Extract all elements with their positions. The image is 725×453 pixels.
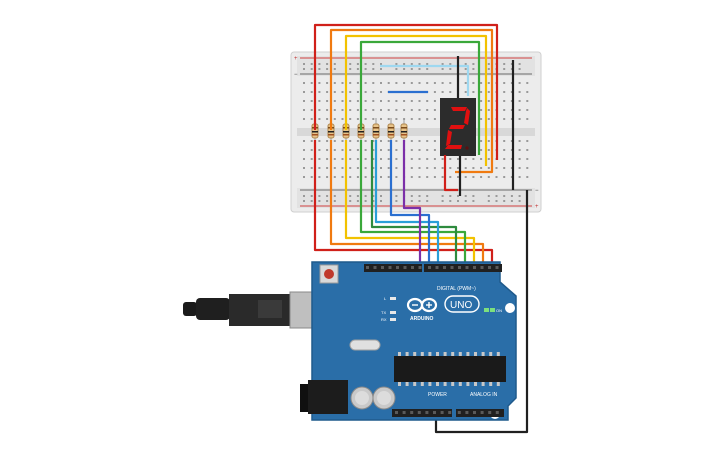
- wire-purple: [402, 140, 422, 266]
- power-header-label: POWER: [428, 392, 447, 398]
- model-label: UNO: [450, 300, 472, 311]
- wire-red: [313, 23, 499, 160]
- wire-green-bottom: [359, 140, 467, 266]
- digit-segments: [445, 107, 470, 149]
- wire-red-display: [443, 155, 458, 192]
- wires: [313, 23, 529, 434]
- wire-blue-bottom: [389, 140, 431, 266]
- wire-darkgreen-bottom: [370, 140, 458, 266]
- rail-plus-label: +: [294, 56, 298, 62]
- arduino-uno-board: DIGITAL (PWM~) L TX RX ARDUINO UNO ON: [183, 261, 517, 421]
- wire-orange: [329, 28, 494, 174]
- rail-plus-label-right: +: [535, 204, 539, 210]
- rail-minus-label-right: −: [535, 188, 539, 194]
- digital-header-label: DIGITAL (PWM~): [437, 286, 476, 292]
- reset-button: [324, 269, 334, 279]
- wire-lightblue: [380, 64, 470, 96]
- wire-orange-bottom: [329, 140, 485, 266]
- resistor-array: [311, 118, 408, 146]
- led-l-label: L: [384, 296, 387, 301]
- wire-yellow: [344, 34, 488, 166]
- wire-green: [359, 40, 481, 155]
- seven-segment-display: 2: [440, 98, 476, 156]
- wire-lightblue-bottom: [374, 140, 440, 266]
- analog-header-label: ANALOG IN: [470, 392, 498, 398]
- arduino-logo: [406, 297, 438, 313]
- digital-pin-header: [366, 266, 499, 269]
- power-analog-pin-header: [395, 411, 499, 414]
- brand-label: ARDUINO: [410, 316, 433, 322]
- rail-minus-label: −: [294, 72, 298, 78]
- chip-pins: [398, 352, 500, 386]
- led-rx-label: RX: [381, 317, 387, 322]
- wire-red-bottom: [313, 140, 494, 266]
- wire-yellow-bottom: [344, 140, 476, 266]
- on-label: ON: [496, 308, 502, 313]
- led-tx-label: TX: [381, 310, 386, 315]
